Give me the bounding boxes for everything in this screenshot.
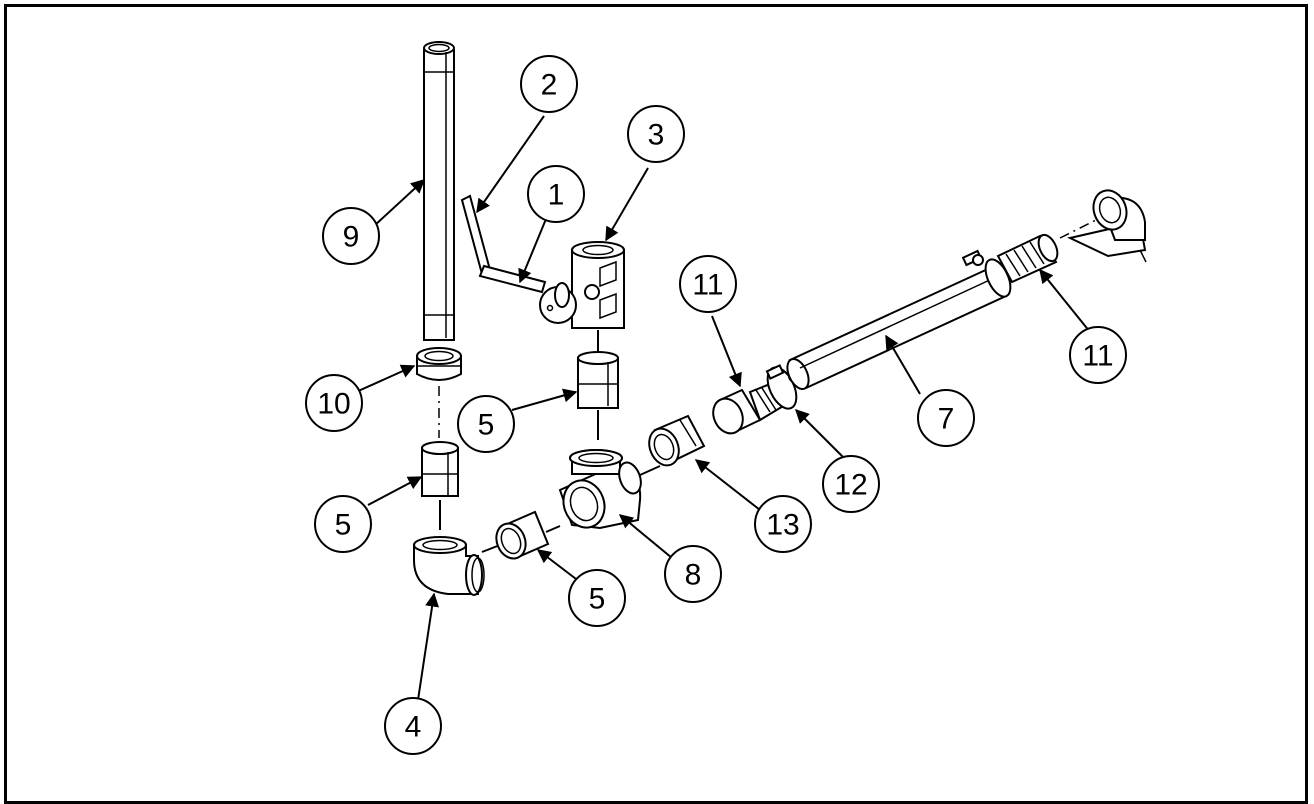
leader-3 xyxy=(605,167,649,242)
callout-11-left-label: 11 xyxy=(692,269,723,302)
leader-5b xyxy=(511,388,578,411)
callout-5-left: 5 xyxy=(314,495,372,553)
leader-4 xyxy=(417,592,440,701)
callout-5-left-label: 5 xyxy=(335,509,352,542)
leader-13 xyxy=(694,459,761,511)
callout-2-label: 2 xyxy=(541,69,558,102)
connection-line xyxy=(639,465,661,476)
callout-10-label: 10 xyxy=(317,388,350,421)
leader-5c xyxy=(536,549,581,583)
leader-10 xyxy=(355,364,416,393)
callout-5-middle: 5 xyxy=(457,395,515,453)
callout-13-label: 13 xyxy=(766,509,799,542)
connection-line xyxy=(545,525,561,533)
callout-3: 3 xyxy=(627,105,685,163)
part-11-adapter-right xyxy=(996,233,1059,284)
part-elbow-flange xyxy=(1066,189,1147,263)
callout-1: 1 xyxy=(527,165,585,223)
leader-11b xyxy=(1039,268,1091,333)
callout-5-lower: 5 xyxy=(568,569,626,627)
part-9-standpipe xyxy=(423,41,455,341)
callout-9: 9 xyxy=(322,207,380,265)
callout-12: 12 xyxy=(822,455,880,513)
callout-11-right-label: 11 xyxy=(1082,340,1113,373)
callout-11-right: 11 xyxy=(1069,326,1127,384)
callout-8: 8 xyxy=(664,545,722,603)
callout-3-label: 3 xyxy=(648,119,665,152)
callout-1-label: 1 xyxy=(548,179,565,212)
leader-1 xyxy=(518,218,547,284)
callout-4: 4 xyxy=(384,697,442,755)
part-5-coupling-middle xyxy=(577,351,619,409)
part-5-coupling-left xyxy=(421,441,459,497)
leader-2 xyxy=(476,115,545,214)
callout-7: 7 xyxy=(917,389,975,447)
part-7-hose xyxy=(786,266,1008,390)
part-8-tee xyxy=(558,449,642,530)
callout-4-label: 4 xyxy=(405,711,422,744)
center-line xyxy=(1059,217,1101,239)
leader-9 xyxy=(373,179,426,227)
leader-8 xyxy=(618,514,673,559)
leader-11a xyxy=(711,315,742,388)
callout-10: 10 xyxy=(305,374,363,432)
callout-5-middle-label: 5 xyxy=(478,409,495,442)
part-13-bushing xyxy=(648,414,706,467)
leader-7 xyxy=(885,334,921,395)
part-3-valve-body xyxy=(571,241,625,329)
callout-5-lower-label: 5 xyxy=(589,583,606,616)
callout-13: 13 xyxy=(754,495,812,553)
callout-7-label: 7 xyxy=(938,403,955,436)
part-4-elbow xyxy=(413,536,485,596)
leader-12 xyxy=(795,409,851,465)
leader-5a xyxy=(367,476,423,506)
part-5-coupling-lower xyxy=(495,510,550,560)
callout-12-label: 12 xyxy=(834,469,867,502)
callout-8-label: 8 xyxy=(685,559,702,592)
callout-2: 2 xyxy=(520,55,578,113)
part-10-nut xyxy=(416,347,462,381)
callout-11-left: 11 xyxy=(679,255,737,313)
callout-9-label: 9 xyxy=(343,221,360,254)
